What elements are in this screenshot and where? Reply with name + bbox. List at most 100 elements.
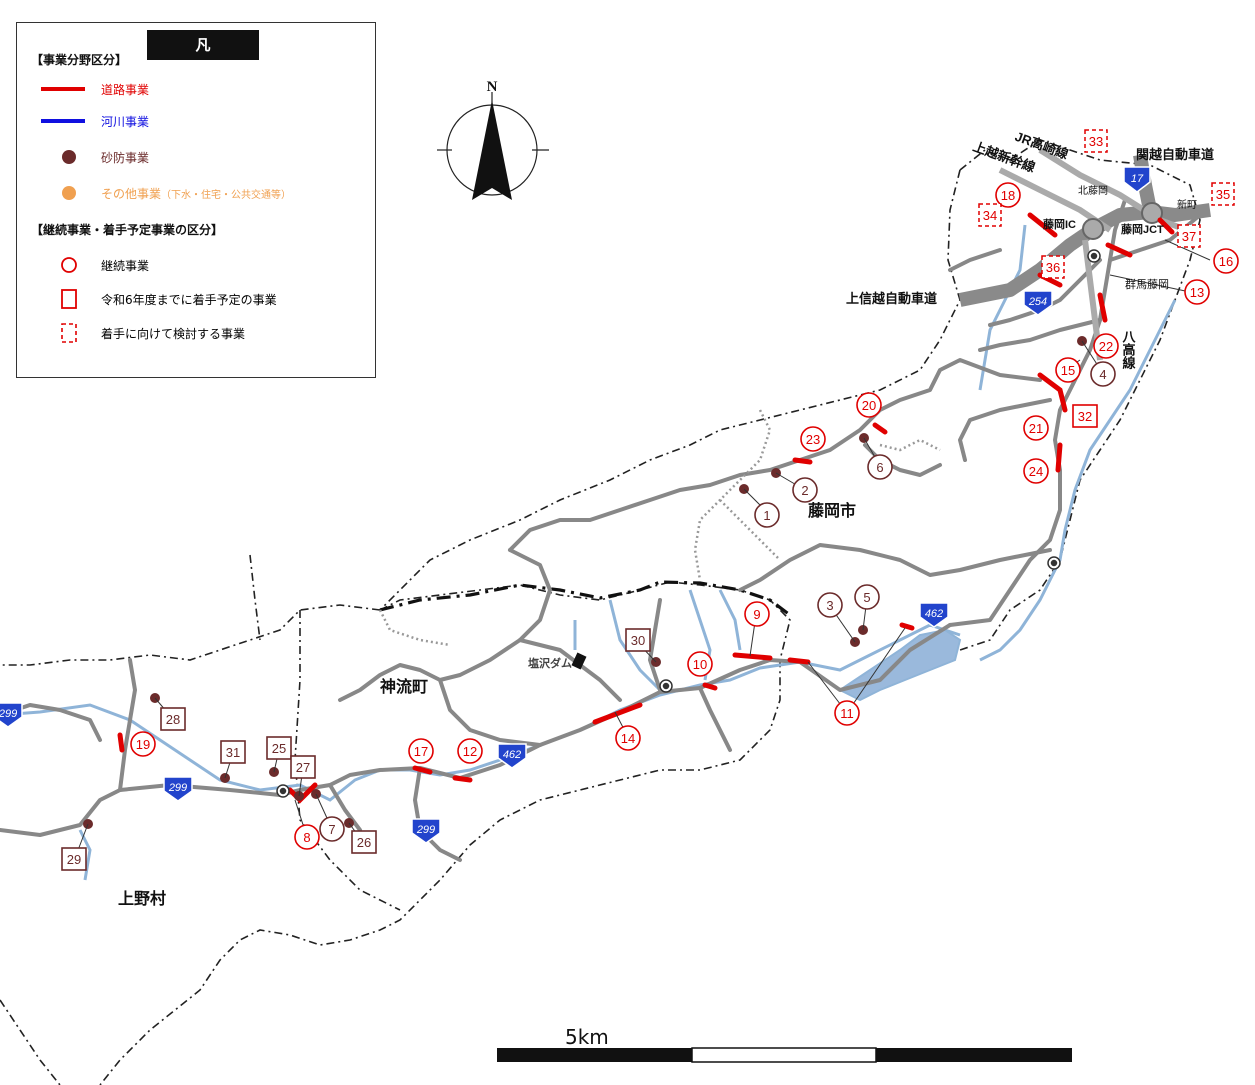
considering-dashed-square-icon [41,322,101,344]
svg-text:11: 11 [840,706,854,721]
svg-text:8: 8 [303,830,310,845]
svg-text:6: 6 [876,460,883,475]
project-marker-31: 31 [220,740,246,764]
project-marker-21: 21 [1023,415,1049,441]
route-299-shield-south: 299 [411,818,441,844]
project-marker-4: 4 [1090,361,1116,387]
rivers [0,224,1177,881]
label-shiozawa: 塩沢ダム [528,656,572,670]
project-marker-7: 7 [319,816,345,842]
project-marker-15: 15 [1055,357,1081,383]
project-marker-16: 16 [1213,248,1239,274]
svg-text:299: 299 [416,824,435,836]
svg-text:20: 20 [862,398,876,413]
project-marker-13: 13 [1184,279,1210,305]
route-462-shield-west: 462 [497,743,527,769]
svg-text:5: 5 [863,590,870,605]
considering-markers: 33 34 35 36 37 [978,129,1235,279]
svg-text:10: 10 [693,657,707,672]
project-marker-8: 8 [294,824,320,850]
svg-text:9: 9 [753,607,760,622]
project-marker-35: 35 [1211,182,1235,206]
label-ueno: 上野村 [118,889,166,908]
legend-panel: 凡 例 【事業分野区分】 道路事業 河川事業 砂防事業 その他事業 （下水・住宅… [16,22,376,378]
legend-item-considering: 着手に向けて検討する事業 [41,323,245,343]
legend-section-field: 【事業分野区分】 [31,53,128,67]
svg-text:13: 13 [1190,285,1204,300]
planned-road-markers: 32 [1072,404,1098,428]
svg-text:30: 30 [631,633,645,648]
svg-text:1: 1 [763,508,770,523]
svg-text:22: 22 [1099,339,1113,354]
label-fujioka-jct: 藤岡JCT [1121,222,1164,236]
planned-square-icon [41,288,101,310]
legend-item-planned: 令和6年度までに着手予定の事業 [41,289,277,309]
other-dot-icon [41,184,101,202]
project-marker-2: 2 [792,477,818,503]
label-kitafujioka: 北藤岡 [1078,185,1108,197]
svg-text:4: 4 [1099,367,1106,382]
route-299-shield-center: 299 [163,776,193,802]
svg-text:17: 17 [1131,173,1144,185]
fujioka-ic-marker [1082,218,1104,240]
label-hachiko: 八高線 [1121,330,1137,370]
route-254-shield: 254 [1023,290,1053,316]
project-marker-32: 32 [1072,404,1098,428]
svg-text:37: 37 [1182,229,1196,244]
svg-text:25: 25 [272,741,286,756]
svg-text:34: 34 [983,208,997,223]
label-fujioka: 藤岡市 [808,501,856,520]
project-marker-18: 18 [995,182,1021,208]
legend-item-river: 河川事業 [41,111,149,131]
fujioka-jct-marker [1141,202,1163,224]
sabo-dot-icon [41,148,101,166]
project-marker-37: 37 [1177,224,1201,248]
svg-text:18: 18 [1001,188,1015,203]
svg-text:29: 29 [67,852,81,867]
svg-text:35: 35 [1216,187,1230,202]
svg-text:17: 17 [414,744,428,759]
road-line-icon [41,86,101,92]
office-symbols [276,249,1101,798]
project-marker-33: 33 [1084,129,1108,153]
svg-text:2: 2 [801,483,808,498]
route-299-shield-west: 299 [0,702,23,728]
label-kanna: 神流町 [380,677,428,696]
svg-text:33: 33 [1089,134,1103,149]
svg-text:299: 299 [0,708,17,720]
route-17-shield: 17 [1123,166,1151,193]
project-marker-5: 5 [854,584,880,610]
svg-text:12: 12 [463,744,477,759]
continuing-sabo-markers: 1 2 3 4 5 6 7 [319,361,1116,842]
svg-text:32: 32 [1078,409,1092,424]
svg-text:16: 16 [1219,254,1233,269]
project-marker-24: 24 [1023,458,1049,484]
label-fujioka-ic: 藤岡IC [1043,217,1076,231]
svg-text:31: 31 [226,745,240,760]
project-marker-17: 17 [408,738,434,764]
svg-text:7: 7 [328,822,335,837]
continuing-circle-icon [41,256,101,274]
legend-item-other: その他事業 （下水・住宅・公共交通等） [41,183,291,203]
project-marker-14: 14 [615,725,641,751]
minor-roads [378,409,941,647]
project-marker-34: 34 [978,203,1002,227]
legend-item-continuing: 継続事業 [41,255,149,275]
project-marker-12: 12 [457,738,483,764]
project-marker-9: 9 [744,601,770,627]
route-462-shield-east: 462 [919,602,949,628]
svg-text:24: 24 [1029,464,1043,479]
north-label: N [487,79,498,95]
svg-text:26: 26 [357,835,371,850]
continuing-road-markers: 8 9 10 11 12 13 14 15 16 17 18 19 20 21 … [130,182,1239,850]
svg-text:299: 299 [168,782,187,794]
legend-section-status: 【継続事業・着手予定事業の区分】 [31,223,224,237]
planned-sabo-markers: 25 26 27 28 29 30 31 [61,628,651,871]
project-marker-25: 25 [266,736,292,760]
project-marker-23: 23 [800,426,826,452]
svg-text:254: 254 [1028,296,1047,308]
project-marker-6: 6 [867,454,893,480]
svg-text:23: 23 [806,432,820,447]
river-line-icon [41,118,101,124]
